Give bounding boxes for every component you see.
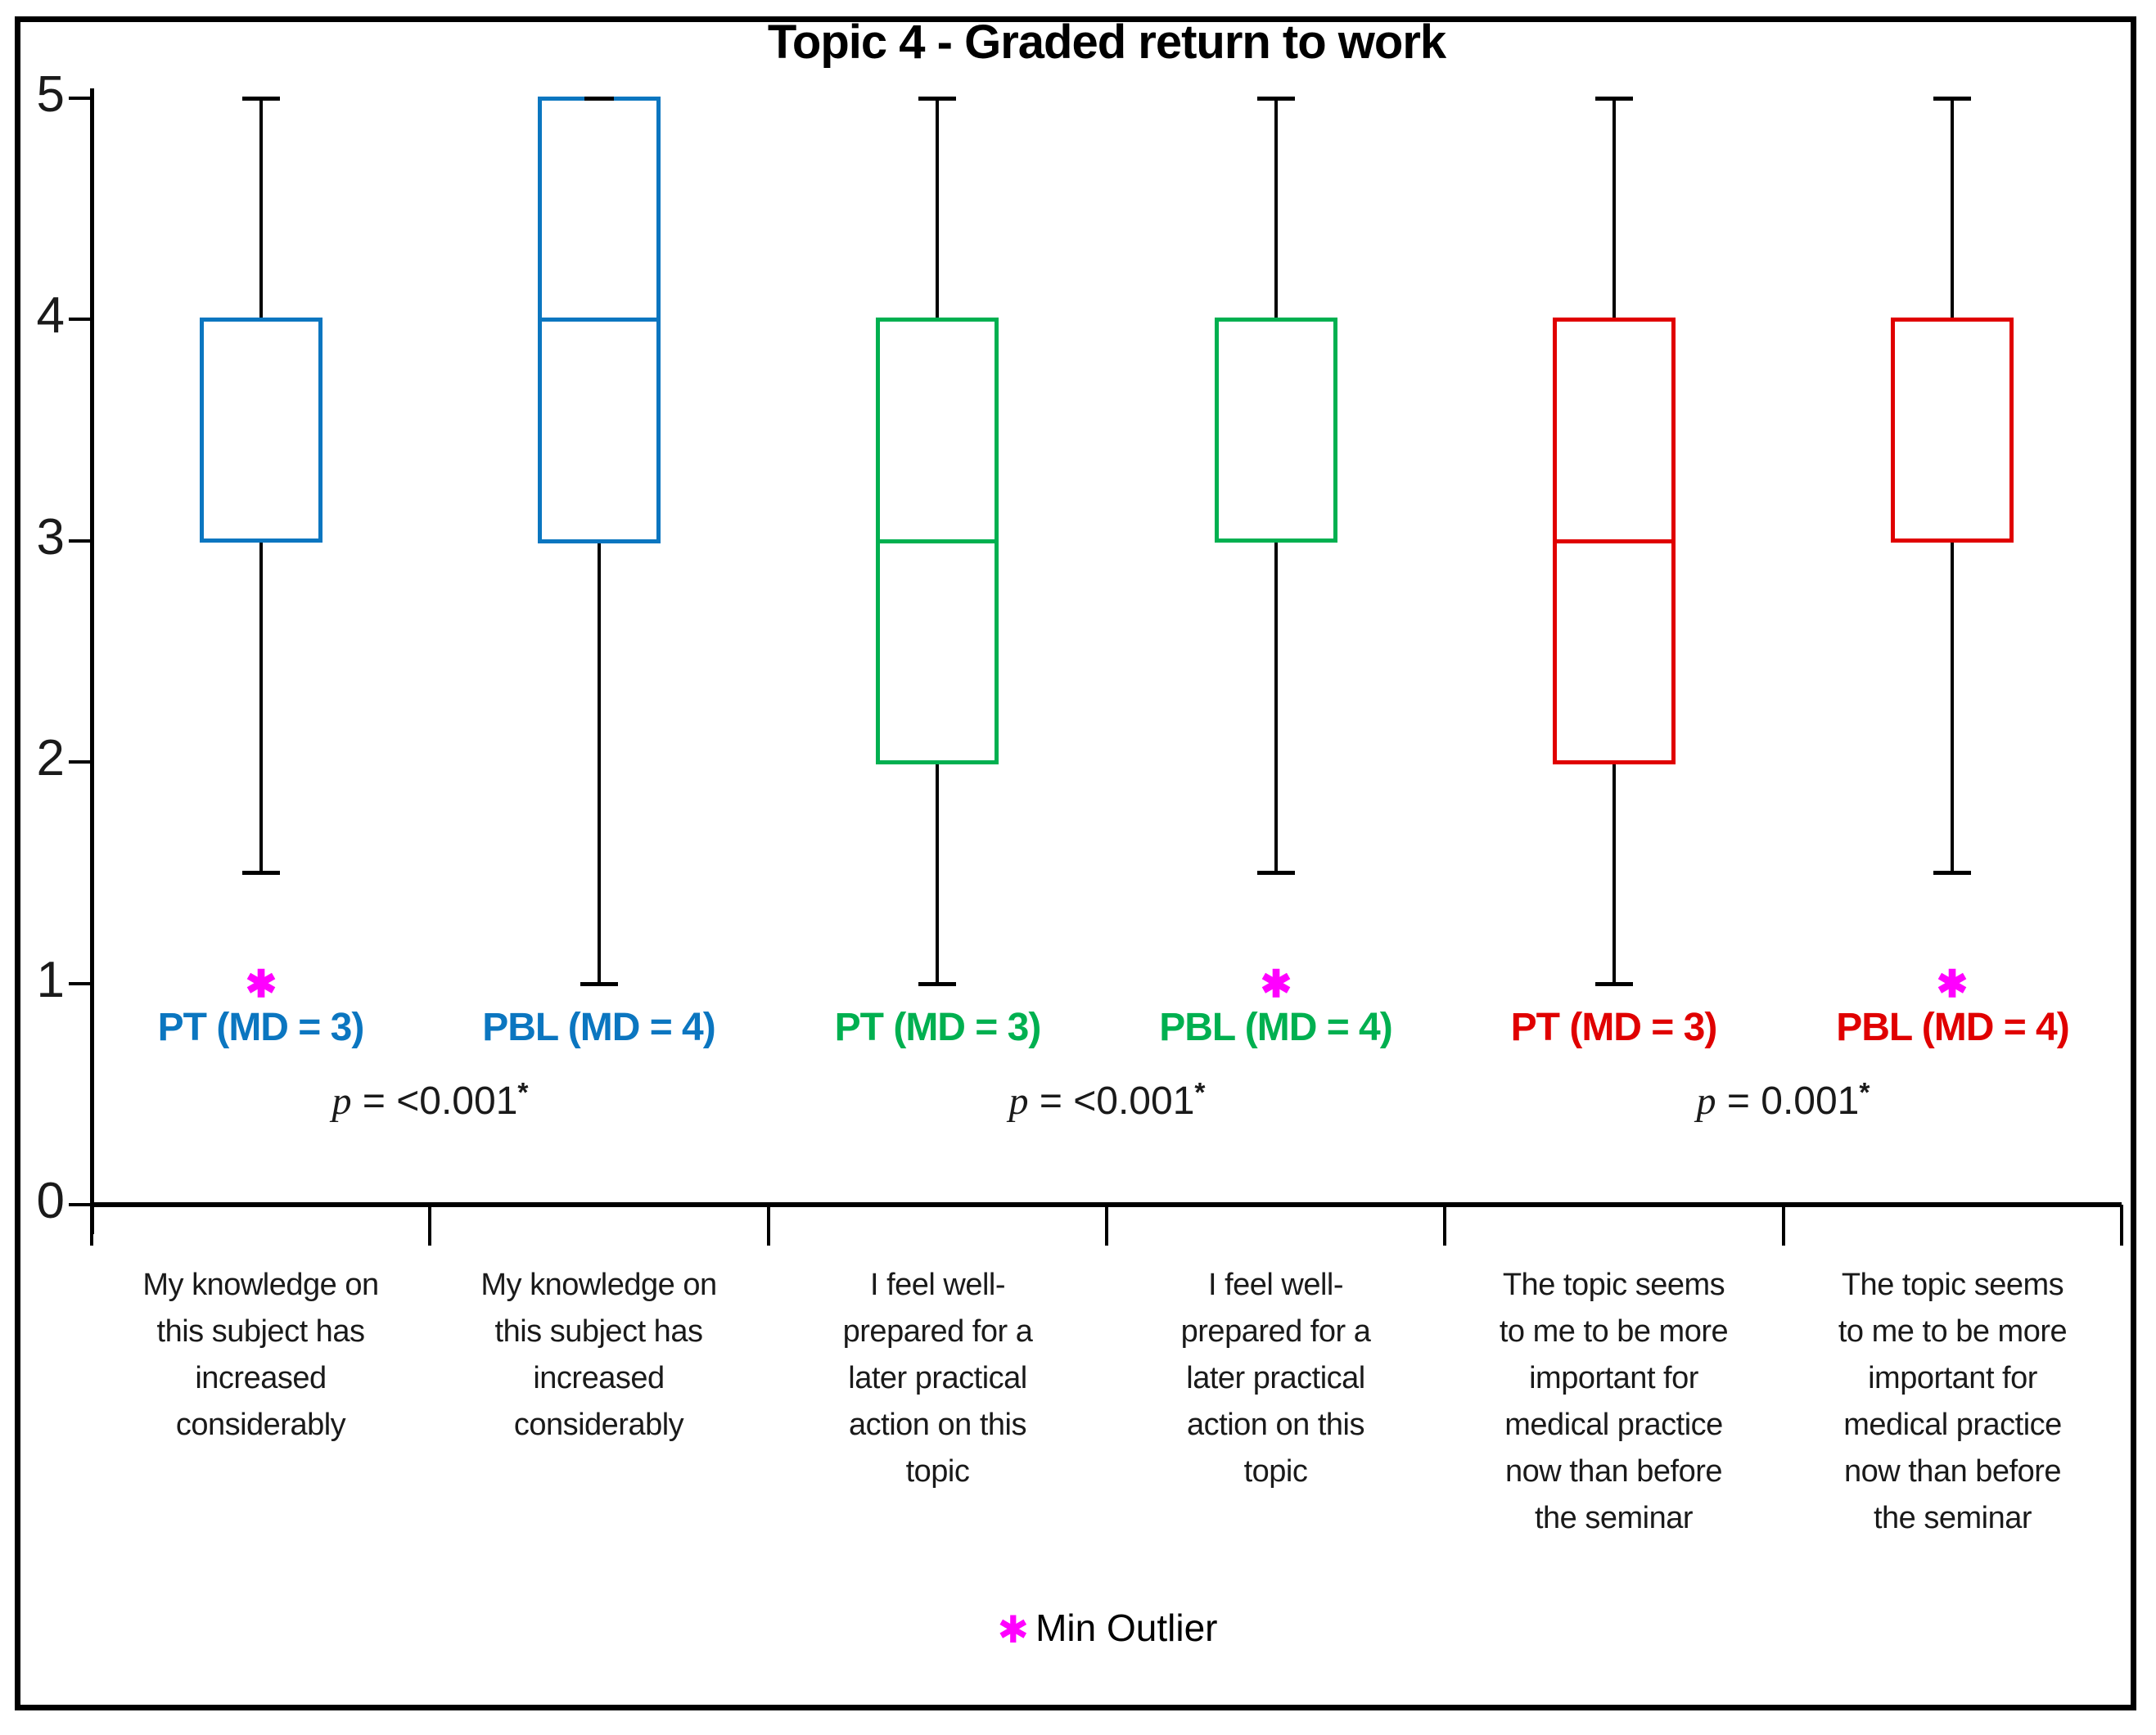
median-line bbox=[880, 539, 995, 543]
upper-whisker-line bbox=[1951, 98, 1954, 319]
x-axis-label: The topic seems to me to be more importa… bbox=[1838, 1268, 2068, 1535]
category-separator bbox=[1105, 1205, 1108, 1246]
significance-star: * bbox=[517, 1077, 529, 1108]
upper-whisker-cap bbox=[918, 97, 956, 101]
min-outlier-marker-icon: ✱ bbox=[997, 1608, 1030, 1651]
p-italic-symbol: p bbox=[1696, 1079, 1716, 1123]
y-tick-label: 5 bbox=[36, 66, 65, 123]
p-value-text: = <0.001 bbox=[351, 1079, 518, 1123]
category-separator bbox=[90, 1205, 93, 1246]
lower-whisker-line bbox=[1274, 541, 1278, 873]
upper-whisker-line bbox=[1612, 98, 1616, 319]
lower-whisker-line bbox=[936, 762, 939, 983]
series-label: PT (MD = 3) bbox=[157, 1006, 365, 1049]
category-separator bbox=[767, 1205, 770, 1246]
p-value-text: = 0.001 bbox=[1716, 1079, 1860, 1123]
upper-whisker-cap bbox=[242, 97, 280, 101]
y-tick-label: 1 bbox=[36, 952, 65, 1008]
upper-whisker-cap bbox=[1257, 97, 1295, 101]
series-label: PBL (MD = 4) bbox=[1836, 1006, 2069, 1049]
min-outlier-marker-icon: ✱ bbox=[1936, 962, 1969, 1005]
y-tick-label: 3 bbox=[36, 509, 65, 566]
x-axis-label: My knowledge on this subject has increas… bbox=[480, 1268, 717, 1442]
upper-whisker-cap bbox=[1595, 97, 1633, 101]
x-axis-label: I feel well- prepared for a later practi… bbox=[842, 1268, 1033, 1489]
y-tick bbox=[69, 318, 91, 321]
median-line bbox=[1557, 539, 1671, 543]
lower-whisker-line bbox=[259, 541, 263, 873]
significance-star: * bbox=[1859, 1077, 1870, 1108]
y-tick bbox=[69, 760, 91, 764]
p-value-text: = <0.001 bbox=[1028, 1079, 1195, 1123]
upper-whisker-line bbox=[259, 98, 263, 319]
y-tick bbox=[69, 97, 91, 100]
x-axis-label: The topic seems to me to be more importa… bbox=[1499, 1268, 1729, 1535]
p-italic-symbol: p bbox=[1008, 1079, 1029, 1123]
series-label: PT (MD = 3) bbox=[834, 1006, 1042, 1049]
significance-star: * bbox=[1194, 1077, 1206, 1108]
p-value: p = <0.001* bbox=[92, 1077, 769, 1124]
lower-whisker-cap bbox=[242, 871, 280, 875]
y-axis-line bbox=[90, 88, 94, 1234]
chart-title: Topic 4 - Graded return to work bbox=[767, 16, 1446, 69]
upper-whisker-line bbox=[1274, 98, 1278, 319]
min-outlier-marker-icon: ✱ bbox=[1260, 962, 1292, 1005]
box-iqr bbox=[1215, 318, 1337, 543]
lower-whisker-cap bbox=[1257, 871, 1295, 875]
p-value: p = <0.001* bbox=[769, 1077, 1446, 1124]
upper-whisker-line bbox=[936, 98, 939, 319]
category-separator bbox=[1782, 1205, 1785, 1246]
median-line bbox=[542, 318, 656, 322]
y-tick-label: 2 bbox=[36, 730, 65, 786]
box-iqr bbox=[200, 318, 322, 543]
min-outlier-marker-icon: ✱ bbox=[245, 962, 277, 1005]
x-axis-label: I feel well- prepared for a later practi… bbox=[1180, 1268, 1371, 1489]
y-tick bbox=[69, 539, 91, 543]
legend-label: Min Outlier bbox=[1035, 1607, 1218, 1649]
box-iqr bbox=[1891, 318, 2014, 543]
y-tick bbox=[69, 982, 91, 985]
y-tick bbox=[69, 1203, 91, 1206]
upper-whisker-cap bbox=[584, 97, 614, 101]
series-label: PBL (MD = 4) bbox=[1159, 1006, 1392, 1049]
legend: ✱Min Outlier bbox=[92, 1606, 2123, 1652]
x-axis-label: My knowledge on this subject has increas… bbox=[142, 1268, 379, 1442]
upper-whisker-cap bbox=[1933, 97, 1971, 101]
p-value: p = 0.001* bbox=[1445, 1077, 2122, 1124]
category-separator bbox=[428, 1205, 431, 1246]
lower-whisker-cap bbox=[580, 982, 618, 986]
p-italic-symbol: p bbox=[332, 1079, 352, 1123]
lower-whisker-cap bbox=[1933, 871, 1971, 875]
lower-whisker-line bbox=[1612, 762, 1616, 983]
lower-whisker-line bbox=[1951, 541, 1954, 873]
series-label: PT (MD = 3) bbox=[1510, 1006, 1718, 1049]
y-tick-label: 0 bbox=[36, 1173, 65, 1229]
category-separator bbox=[1443, 1205, 1446, 1246]
series-label: PBL (MD = 4) bbox=[482, 1006, 715, 1049]
category-separator bbox=[2120, 1205, 2123, 1246]
y-tick-label: 4 bbox=[36, 287, 65, 344]
lower-whisker-cap bbox=[1595, 982, 1633, 986]
lower-whisker-line bbox=[598, 541, 601, 984]
lower-whisker-cap bbox=[918, 982, 956, 986]
